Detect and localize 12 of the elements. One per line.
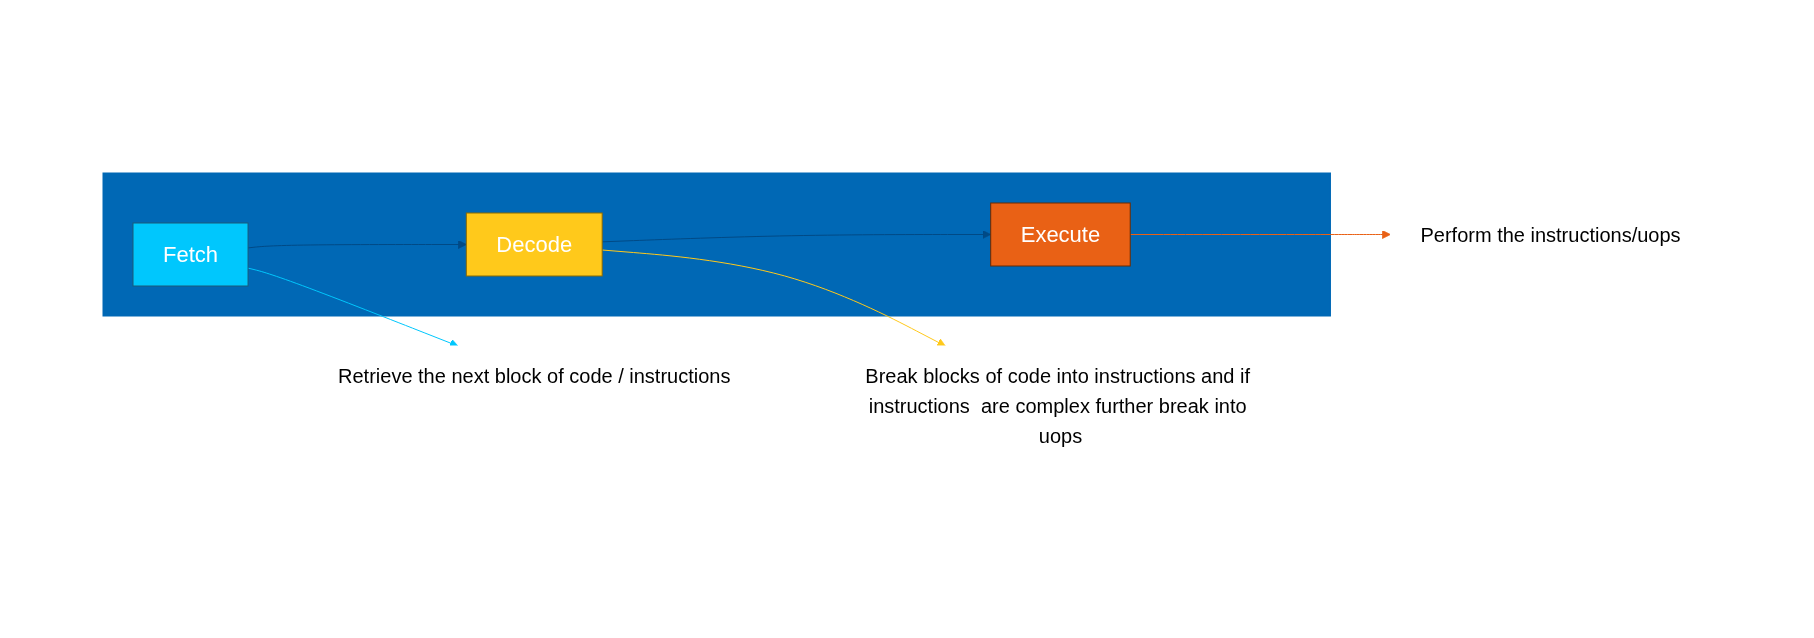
node-box: Decode bbox=[466, 212, 603, 276]
arrow bbox=[247, 239, 467, 249]
node-text: Retrieve the next block of code / instructions bbox=[338, 364, 731, 387]
node-box: Fetch bbox=[132, 222, 249, 286]
arrow bbox=[1129, 229, 1392, 239]
node-text: Break blocks of code into instructions and if instructions are complex further break into uops bbox=[865, 364, 1251, 447]
node-box: Execute bbox=[990, 202, 1131, 266]
arrow bbox=[247, 267, 459, 347]
arrow bbox=[601, 249, 946, 346]
arrow bbox=[601, 229, 992, 242]
cluster bbox=[102, 172, 1332, 316]
node-text: Perform the instructions/uops bbox=[1420, 223, 1681, 245]
